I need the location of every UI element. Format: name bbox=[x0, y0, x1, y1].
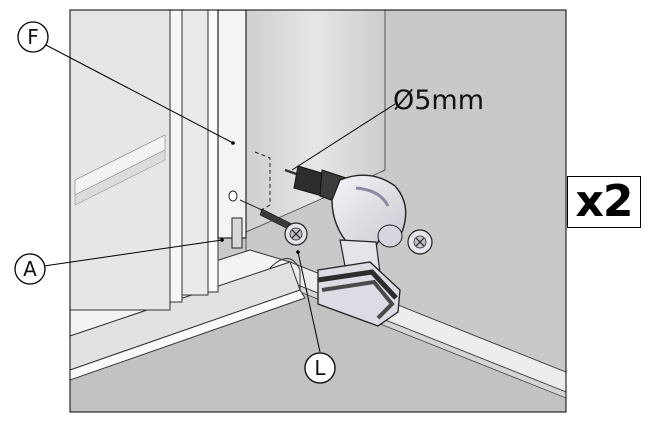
screw-l-inserted bbox=[239, 199, 308, 246]
scene bbox=[70, 10, 566, 412]
drill-guide-dashed bbox=[254, 151, 271, 213]
profile-f bbox=[217, 10, 247, 239]
quantity-badge-text: x2 bbox=[575, 176, 634, 227]
scene-border bbox=[69, 9, 567, 413]
leader-drill-bit bbox=[291, 103, 396, 171]
tray-corner-curve bbox=[269, 258, 301, 290]
drill-hole bbox=[228, 190, 238, 202]
power-drill bbox=[284, 165, 407, 327]
leader-a-dot bbox=[220, 238, 224, 242]
leader-l-dot bbox=[296, 250, 300, 254]
callout-a-label: A bbox=[23, 257, 37, 281]
top-string bbox=[300, 10, 314, 11]
profile-a bbox=[231, 217, 243, 249]
leader-f bbox=[43, 43, 234, 144]
callout-l: L bbox=[304, 352, 336, 384]
callout-f: F bbox=[17, 21, 49, 53]
drill-bit-size-label: Ø5mm bbox=[393, 85, 484, 116]
tray-edge bbox=[70, 289, 306, 381]
leader-l bbox=[297, 251, 321, 353]
quantity-badge: x2 bbox=[567, 176, 641, 228]
leader-a bbox=[43, 239, 223, 267]
callout-f-label: F bbox=[27, 25, 39, 49]
leader-f-dot bbox=[231, 141, 235, 145]
callout-l-label: L bbox=[314, 356, 326, 380]
screw-cap-loose bbox=[407, 229, 433, 255]
callout-a: A bbox=[14, 253, 46, 285]
glass-door bbox=[70, 10, 247, 311]
